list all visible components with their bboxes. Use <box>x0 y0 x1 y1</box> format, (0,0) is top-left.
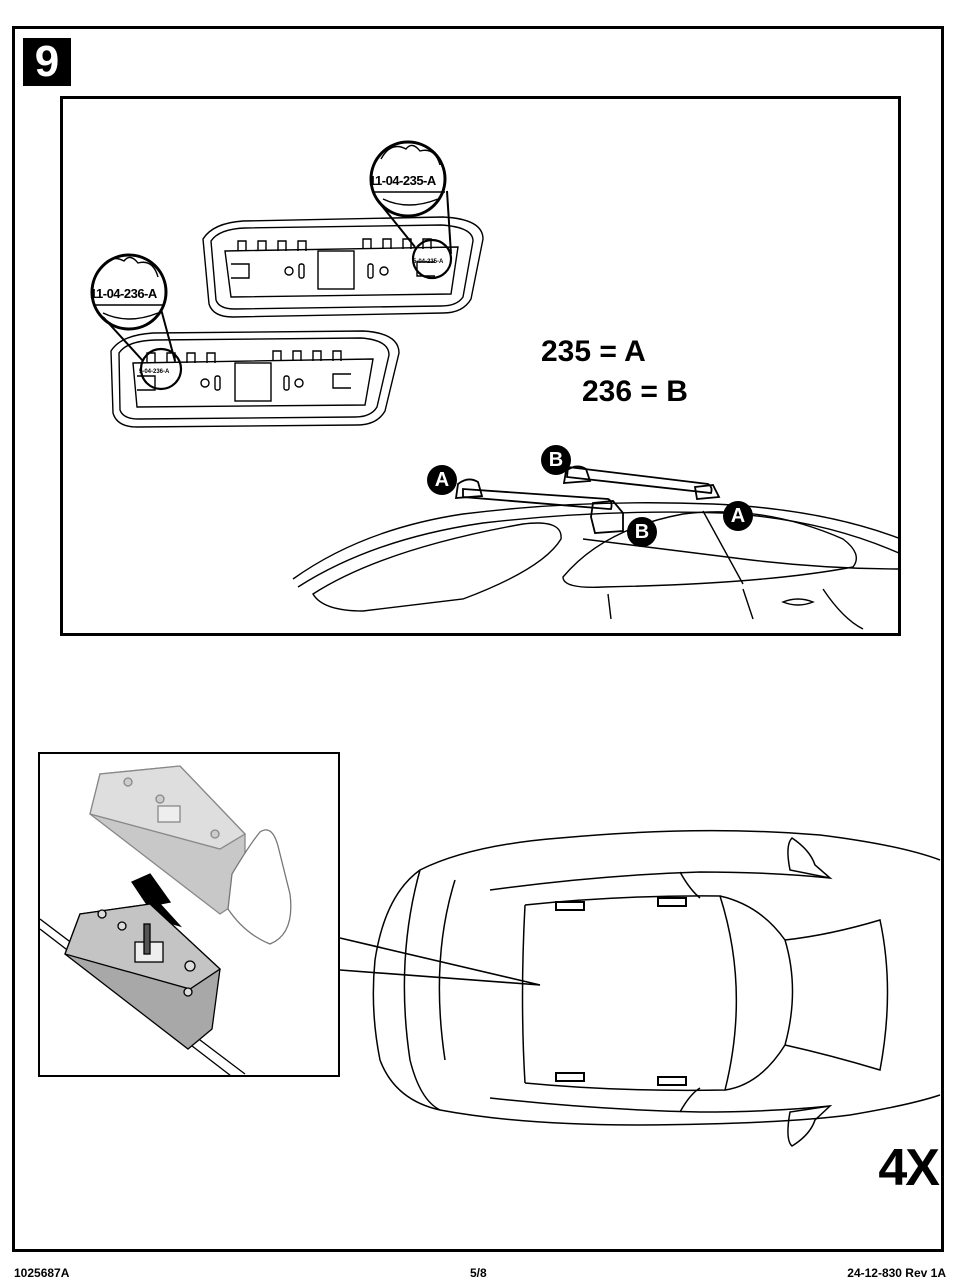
marker-b-front: B <box>541 445 571 475</box>
mapping-line-236: 236 = B <box>582 375 688 408</box>
hand-icon <box>227 829 292 945</box>
footer-doc-number: 1025687A <box>14 1266 70 1280</box>
pad-b-icon <box>110 330 400 428</box>
step-number-badge: 9 <box>23 38 71 86</box>
foot-a-part-label: 11-04-235-A <box>369 173 436 188</box>
foot-installation-illustration <box>40 765 292 1075</box>
page-frame <box>12 26 944 1252</box>
marker-a-front: A <box>427 465 457 495</box>
car-roof-icon <box>292 502 898 630</box>
footer-revision: 24-12-830 Rev 1A <box>847 1266 946 1280</box>
pad-identification-panel: 11-04-235-A 11-04-236-A 5-04-235-A 5-04-… <box>60 96 901 636</box>
marker-b-rear: B <box>627 517 657 547</box>
roof-bar-icon <box>454 465 721 534</box>
marker-a-rear: A <box>723 501 753 531</box>
quantity-label: 4X <box>878 1139 940 1197</box>
footer-page-number: 5/8 <box>470 1266 487 1280</box>
foot-b-small-code: 5-04-236-A <box>139 369 170 375</box>
pad-a-icon <box>202 216 484 318</box>
install-detail-inset <box>38 752 340 1077</box>
pad-and-roof-illustration <box>90 140 898 630</box>
mapping-line-235: 235 = A <box>541 335 646 368</box>
foot-b-part-label: 11-04-236-A <box>90 286 157 301</box>
foot-a-small-code: 5-04-235-A <box>413 259 444 265</box>
